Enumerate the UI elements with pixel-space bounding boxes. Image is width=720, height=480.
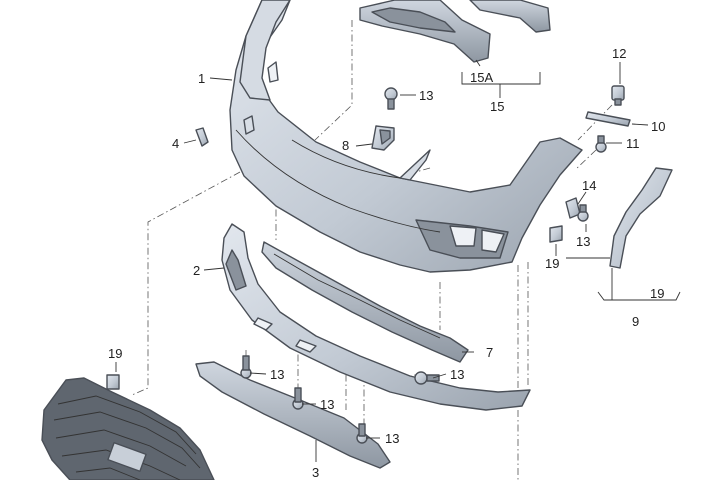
part-3-trim-strip	[195, 361, 391, 469]
part-10-strip	[585, 111, 631, 127]
part-8-bracket	[371, 125, 395, 151]
callout-13-d: 13	[385, 431, 399, 446]
callout-13-right: 13	[576, 234, 590, 249]
callout-13-a: 13	[270, 367, 284, 382]
callout-19-left: 19	[108, 346, 122, 361]
part-11-bolt	[595, 135, 607, 153]
part-7-insert	[261, 241, 469, 363]
callout-1: 1	[198, 71, 205, 86]
part-19-clip-left	[106, 374, 120, 390]
screw-13-right	[577, 204, 589, 222]
part-1-bumper-cover	[229, 0, 583, 273]
callout-labels: 1 2 3 4 7 8 9 10 11 12 13 13 13 13 13 13…	[108, 46, 665, 480]
callout-13-c: 13	[450, 367, 464, 382]
screw-13-b	[292, 387, 304, 410]
callout-19-arch: 19	[650, 286, 664, 301]
callout-4: 4	[172, 136, 179, 151]
callout-14: 14	[582, 178, 596, 193]
callout-3: 3	[312, 465, 319, 480]
callout-13-upper: 13	[419, 88, 433, 103]
part-15-group-bracket	[461, 72, 541, 85]
leader-lines	[115, 59, 681, 462]
callout-15a: 15A	[470, 70, 493, 85]
callout-2: 2	[193, 263, 200, 278]
part-15-upper-carrier	[359, 0, 551, 63]
callout-13-b: 13	[320, 397, 334, 412]
part-2-lower-spoiler	[221, 223, 531, 411]
alignment-lines	[131, 20, 613, 480]
callout-10: 10	[651, 119, 665, 134]
screw-13-d	[356, 423, 368, 444]
callout-15: 15	[490, 99, 504, 114]
part-19-clip-right	[549, 225, 563, 243]
screw-13-a	[240, 355, 252, 379]
callout-19-right: 19	[545, 256, 559, 271]
callout-7: 7	[486, 345, 493, 360]
callout-8: 8	[342, 138, 349, 153]
callout-12: 12	[612, 46, 626, 61]
part-4-clip	[195, 127, 209, 147]
callout-9: 9	[632, 314, 639, 329]
part-9-arch-trim	[609, 167, 673, 269]
screw-13-upper	[384, 87, 398, 110]
callout-11: 11	[626, 136, 640, 151]
grille	[41, 377, 215, 480]
part-12-bolt	[611, 85, 625, 106]
